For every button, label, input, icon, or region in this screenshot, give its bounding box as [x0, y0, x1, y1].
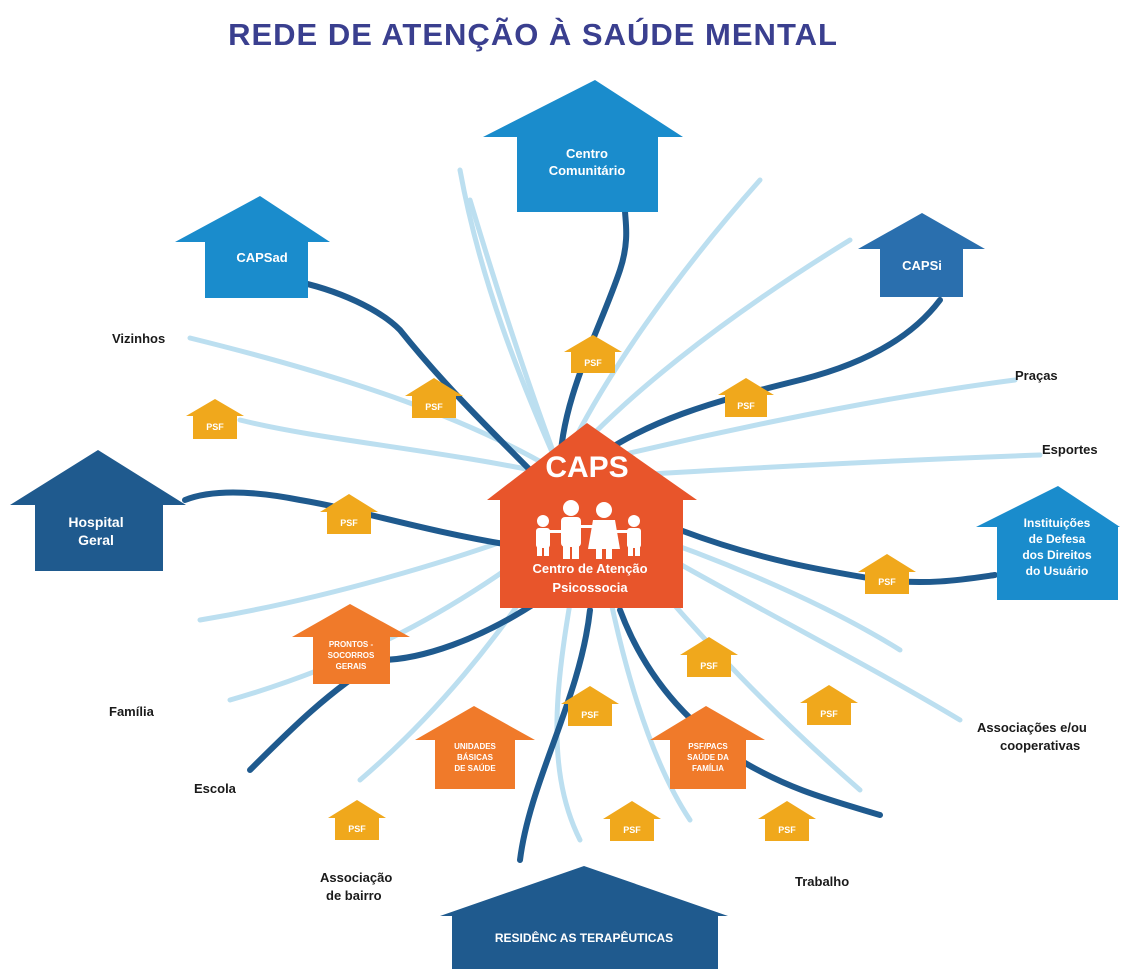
- caps-subtitle-line1: Centro de Atenção: [532, 561, 647, 576]
- svg-text:PSF: PSF: [206, 422, 224, 432]
- label-trabalho: Trabalho: [795, 874, 849, 889]
- family-icon: [536, 500, 641, 559]
- psf-house: PSF: [718, 378, 774, 417]
- capsad-label: CAPSad: [236, 250, 287, 265]
- label-associacao-bairro-line1: Associação: [320, 870, 392, 885]
- svg-text:PSF: PSF: [820, 709, 838, 719]
- centro-comunitario-label-line2: Comunitário: [549, 163, 626, 178]
- label-esportes: Esportes: [1042, 442, 1098, 457]
- instituicoes-label-line2: de Defesa: [1029, 532, 1086, 546]
- unidades-basicas-line1: UNIDADES: [454, 742, 496, 751]
- psf-house: PSF: [405, 378, 463, 418]
- capsad-house: CAPSad: [175, 196, 330, 298]
- instituicoes-label-line3: dos Direitos: [1022, 548, 1092, 562]
- psf-pacs-line3: FAMÍLIA: [692, 764, 724, 773]
- label-associacao-bairro-line2: de bairro: [326, 888, 382, 903]
- psf-house: PSF: [603, 801, 661, 841]
- psf-pacs-house: PSF/PACS SAÚDE DA FAMÍLIA: [650, 706, 765, 789]
- svg-text:PSF: PSF: [878, 577, 896, 587]
- unidades-basicas-house: UNIDADES BÁSICAS DE SAÚDE: [415, 706, 535, 789]
- svg-text:PSF: PSF: [737, 401, 755, 411]
- instituicoes-label-line4: do Usuário: [1026, 564, 1089, 578]
- psf-house: PSF: [561, 686, 619, 726]
- svg-text:PSF: PSF: [340, 518, 358, 528]
- prontos-socorros-house: PRONTOS - SOCORROS GERAIS: [292, 604, 410, 684]
- label-associacoes-line2: cooperativas: [1000, 738, 1080, 753]
- prontos-socorros-line1: PRONTOS -: [329, 640, 374, 649]
- psf-house: PSF: [680, 637, 738, 677]
- psf-pacs-line1: PSF/PACS: [688, 742, 728, 751]
- instituicoes-label-line1: Instituições: [1024, 516, 1091, 530]
- psf-house: PSF: [328, 800, 386, 840]
- prontos-socorros-line3: GERAIS: [336, 662, 367, 671]
- hospital-geral-house: Hospital Geral: [10, 450, 186, 571]
- residencias-label: RESIDÊNC AS TERAPÊUTICAS: [495, 930, 673, 945]
- svg-text:PSF: PSF: [348, 824, 366, 834]
- psf-house: PSF: [564, 335, 622, 373]
- prontos-socorros-line2: SOCORROS: [328, 651, 375, 660]
- caps-title: CAPS: [545, 451, 628, 484]
- instituicoes-defesa-house: Instituições de Defesa dos Direitos do U…: [976, 486, 1120, 600]
- psf-house: PSF: [800, 685, 858, 725]
- unidades-basicas-line3: DE SAÚDE: [454, 764, 496, 773]
- svg-text:PSF: PSF: [778, 825, 796, 835]
- svg-text:PSF: PSF: [623, 825, 641, 835]
- unidades-basicas-line2: BÁSICAS: [457, 753, 494, 762]
- diagram-title: REDE DE ATENÇÃO À SAÚDE MENTAL: [228, 16, 838, 52]
- svg-text:PSF: PSF: [700, 661, 718, 671]
- hospital-geral-label-line2: Geral: [78, 532, 114, 548]
- hospital-geral-label-line1: Hospital: [68, 514, 123, 530]
- svg-text:PSF: PSF: [584, 358, 602, 368]
- centro-comunitario-label-line1: Centro: [566, 146, 608, 161]
- centro-comunitario-house: Centro Comunitário: [483, 80, 683, 212]
- caps-center-house: CAPS Centro de Atenção Psicossocia: [487, 423, 697, 608]
- label-pracas: Praças: [1015, 368, 1058, 383]
- caps-subtitle-line2: Psicossocia: [552, 580, 628, 595]
- label-escola: Escola: [194, 781, 237, 796]
- svg-text:PSF: PSF: [581, 710, 599, 720]
- label-familia: Família: [109, 704, 155, 719]
- svg-text:PSF: PSF: [425, 402, 443, 412]
- label-vizinhos: Vizinhos: [112, 331, 165, 346]
- label-associacoes-line1: Associações e/ou: [977, 720, 1087, 735]
- capsi-label: CAPSi: [902, 258, 942, 273]
- capsi-house: CAPSi: [858, 213, 985, 297]
- psf-house: PSF: [858, 554, 916, 594]
- psf-house: PSF: [320, 494, 378, 534]
- psf-house: PSF: [186, 399, 244, 439]
- psf-house: PSF: [758, 801, 816, 841]
- residencias-terapeuticas-house: RESIDÊNC AS TERAPÊUTICAS: [440, 866, 728, 969]
- psf-pacs-line2: SAÚDE DA: [687, 753, 729, 762]
